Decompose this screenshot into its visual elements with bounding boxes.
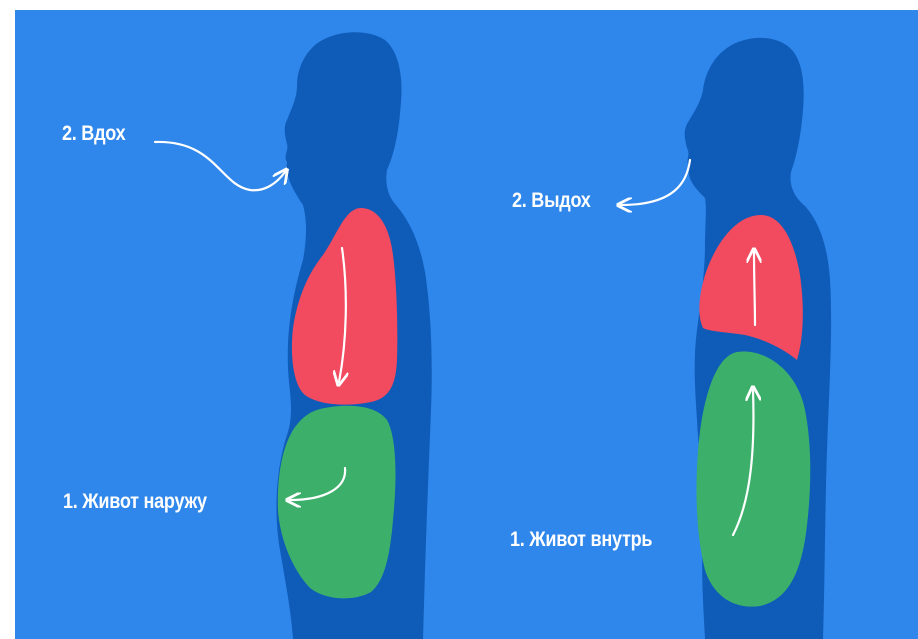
right-lung-up-arrow xyxy=(754,252,755,325)
inhale-label: 2. Вдох xyxy=(62,122,125,146)
breathing-diagram: 2. Вдох 1. Живот наружу 2. Выдох 1. Живо… xyxy=(15,10,918,639)
diagram-canvas xyxy=(15,10,918,639)
belly-out-label: 1. Живот наружу xyxy=(63,490,207,514)
exhale-label: 2. Выдох xyxy=(512,189,591,213)
belly-in-label: 1. Живот внутрь xyxy=(510,528,652,552)
